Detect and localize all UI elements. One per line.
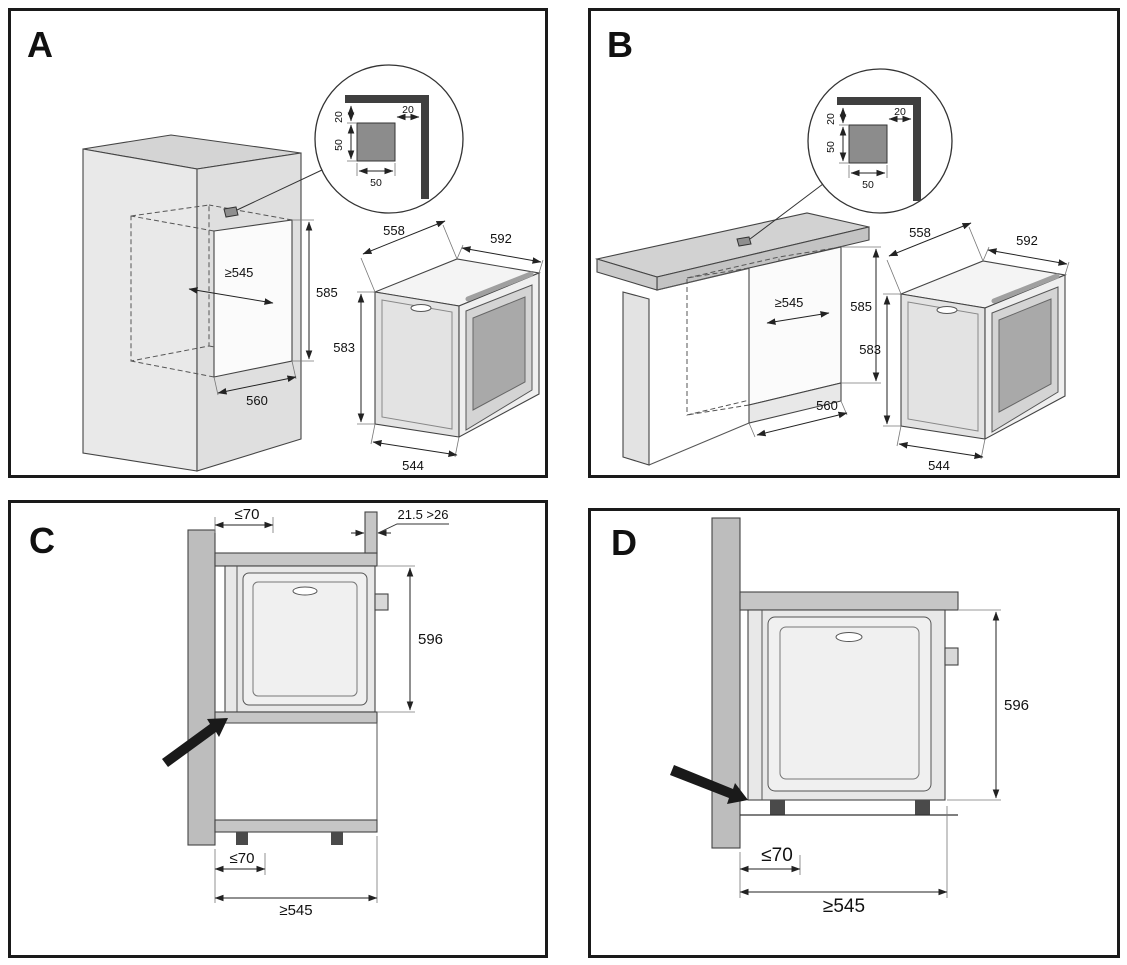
niche-opening [748,246,842,406]
panel-letter: A [27,24,53,65]
niche-width-dim: 560 [816,398,838,413]
cabinet-edge-top [345,95,429,103]
handle-slot-side [410,304,432,312]
mounting-square [223,206,239,218]
oven-width-dim: 592 [490,231,512,246]
oven-depth-bottom-dim: 544 [928,458,950,473]
niche-depth-dim: ≥545 [775,295,804,310]
front-clearance-top-dim: ≤70 [235,506,260,523]
panel-letter: B [607,24,633,65]
niche-height-dim: 585 [316,285,338,300]
rear-trim-panel [364,511,378,554]
foot [236,832,248,845]
inset-gap-top-dim: 20 [825,113,837,125]
panel-d-diagram: D 596 [611,517,1029,917]
niche-depth-dim: ≥545 [225,265,254,280]
handle-slot [835,632,863,642]
inset-square-width-dim: 50 [862,179,874,191]
fixing-square [356,122,396,162]
panel-b-diagram: B [594,24,1070,473]
niche-depth-dim: ≥545 [279,902,312,919]
oven-door-glass [998,298,1052,413]
top-shelf [214,552,378,567]
callout-line [236,169,323,211]
inset-square-height-dim: 50 [333,139,345,151]
oven-side-view [747,609,959,815]
rear-gap-dim: 21.5 >26 [398,507,449,522]
niche-opening [213,219,293,378]
base-shelf [214,819,378,833]
callout-line [749,183,824,240]
oven-height-dim: 583 [859,342,881,357]
mounting-square [736,236,752,247]
insert-direction-arrow [670,765,748,804]
junction-box [944,647,959,666]
handle-front [465,271,534,302]
handle-slot [292,586,318,596]
oven-height-dim: 596 [418,631,443,648]
cabinet-edge-top [837,97,921,105]
panel-letter: C [29,520,55,561]
panel-c: C ≤70 [8,500,548,958]
foot [331,832,343,845]
niche-dimensions: ≥545 585 560 [748,246,881,438]
niche-dimensions: ≥545 585 560 [188,219,338,408]
inset-square-width-dim: 50 [370,177,382,189]
oven-depth-bottom-dim: 544 [402,458,424,473]
worktop-cabinet [594,212,870,466]
side-panel [187,529,216,846]
foot [915,800,930,815]
support-shelf [214,711,378,724]
cabinet-edge-side [913,97,921,201]
oven-height-dim: 583 [333,340,355,355]
oven: 558 592 583 544 [859,222,1070,473]
front-clearance-bottom-dim: ≤70 [230,850,255,867]
worktop [739,591,959,611]
inset-gap-top-dim: 20 [333,111,345,123]
oven-width-dim: 592 [1016,233,1038,248]
fixing-square [848,124,888,164]
niche-width-dim: 560 [246,393,268,408]
corner-detail-inset: 20 20 50 50 [807,68,953,214]
inset-square-height-dim: 50 [825,141,837,153]
panel-d: D 596 [588,508,1120,958]
handle-front [991,273,1060,304]
corner-detail-inset: 20 20 50 50 [314,64,464,214]
oven-depth-top-dim: 558 [383,223,405,238]
dimensions: ≤70 21.5 >26 596 ≤70 ≥545 [214,506,449,919]
dimensions: 596 ≤70 ≥545 [739,609,1029,917]
oven-side-view [224,565,389,713]
junction-box [374,593,389,611]
foot [770,800,785,815]
oven-dimensions: 558 592 583 544 [333,220,544,473]
inset-gap-side-dim: 20 [402,104,414,116]
handle-slot-side [936,306,958,314]
panel-b: B [588,8,1120,478]
panel-a: A 20 [8,8,548,478]
panel-letter: D [611,522,637,563]
niche-depth-dim: ≥545 [823,896,865,917]
front-clearance-dim: ≤70 [761,845,793,866]
inset-gap-side-dim: 20 [894,106,906,118]
side-support-panel [622,291,650,466]
panel-a-diagram: A 20 [27,24,544,473]
insert-direction-arrow [162,718,228,767]
panel-c-diagram: C ≤70 [29,506,449,919]
oven-height-dim: 596 [1004,697,1029,714]
oven-depth-top-dim: 558 [909,225,931,240]
cabinet-edge-side [421,95,429,199]
oven-door-glass [472,296,526,411]
niche-height-dim: 585 [850,299,872,314]
lower-compartment [214,722,378,821]
oven [372,258,541,438]
